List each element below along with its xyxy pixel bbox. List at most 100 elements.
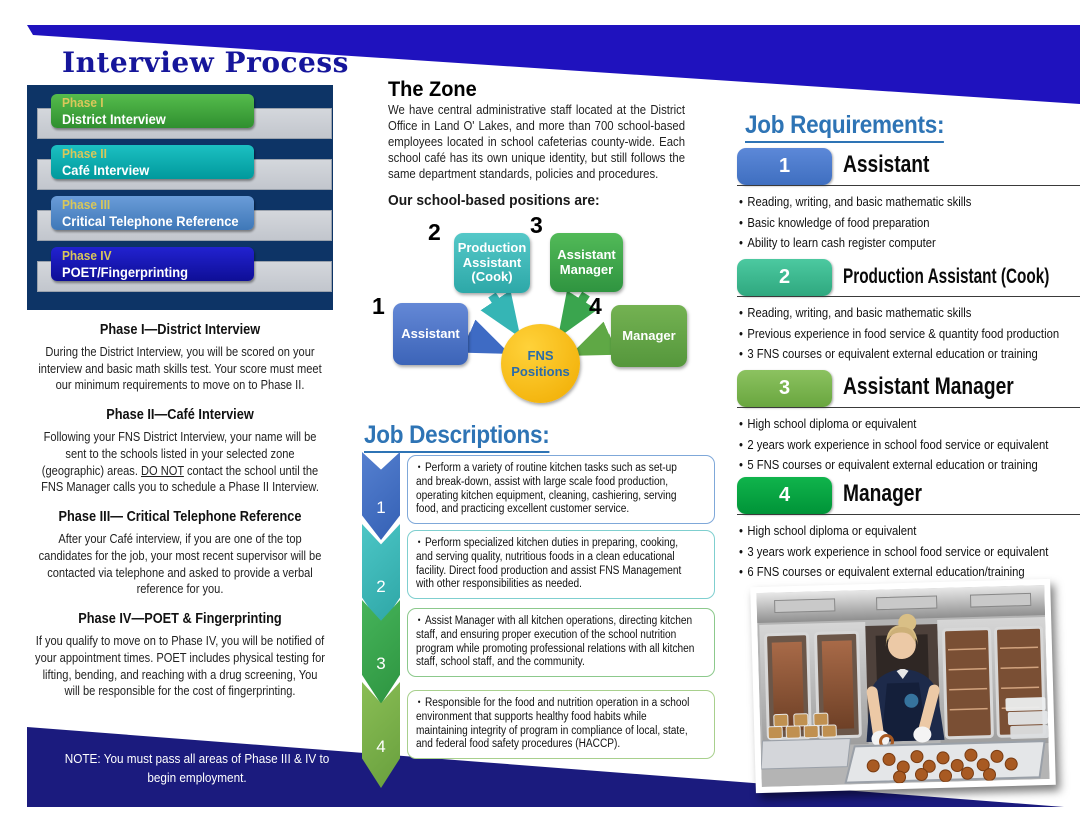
top-banner-shape (27, 25, 1080, 104)
positions-label: Our school-based positions are: (388, 192, 600, 209)
chevron-number: 1 (376, 497, 386, 517)
bullet-icon: • (739, 436, 743, 452)
chevron-number: 4 (376, 737, 386, 757)
requirement-bullets: •High school diploma or equivalent •3 ye… (739, 521, 1080, 583)
divider (737, 407, 1080, 408)
phase-row-1: Phase I District Interview (27, 94, 333, 146)
bullet-item: •High school diploma or equivalent (739, 414, 1080, 435)
requirement-bullets: • Reading, writing, and basic mathematic … (739, 303, 1080, 365)
diagram-number-3: 3 (530, 212, 543, 238)
requirement-section-production-assistant: 2 Production Assistant (Cook) • Reading, … (737, 259, 1080, 369)
description-text-1: Perform a variety of routine kitchen tas… (416, 462, 677, 516)
requirement-title: Assistant (843, 151, 930, 178)
zone-body: We have central administrative staff loc… (388, 103, 685, 181)
bullet-text: 5 FNS courses or equivalent external edu… (747, 457, 1038, 473)
bullet-text: Reading, writing, and basic mathematic s… (747, 305, 972, 320)
kitchen-photo-illustration (756, 585, 1050, 787)
divider (737, 514, 1080, 515)
bullet-item: • Reading, writing, and basic mathematic … (739, 192, 1080, 213)
description-text-3: Assist Manager with all kitchen operatio… (416, 615, 695, 669)
chevron-number: 2 (376, 577, 386, 597)
phase-label: Critical Telephone Reference (62, 213, 239, 229)
bullet-item: •High school diploma or equivalent (739, 521, 1080, 542)
footer-note: NOTE: You must pass all areas of Phase I… (64, 752, 330, 786)
bullet-icon: • (417, 697, 421, 707)
kitchen-worker-photo (750, 578, 1056, 794)
bullet-item: •2 years work experience in school food … (739, 435, 1080, 456)
phase1-body: During the District Interview, you will … (38, 345, 322, 393)
bullet-text: 3 FNS courses or equivalent external edu… (747, 346, 1038, 362)
bullet-icon: • (739, 194, 743, 209)
description-box-3: •Assist Manager with all kitchen operati… (407, 608, 715, 678)
requirement-number: 2 (737, 259, 832, 296)
bullet-item: •3 FNS courses or equivalent external ed… (739, 344, 1080, 365)
requirement-title: Production Assistant (Cook) (843, 265, 1050, 288)
bullet-text: 6 FNS courses or equivalent external edu… (747, 564, 1025, 580)
description-box-4: •Responsible for the food and nutrition … (407, 690, 715, 760)
bullet-item: •5 FNS courses or equivalent external ed… (739, 455, 1080, 476)
do-not-underline: DO NOT (140, 463, 184, 478)
description-box-1: •Perform a variety of routine kitchen ta… (407, 455, 715, 525)
node-assistant: Assistant (393, 303, 468, 365)
bullet-icon: • (739, 235, 743, 251)
phase-diagram-panel: Phase I District Interview Phase II Café… (27, 85, 333, 310)
phase3-heading: Phase III— Critical Telephone Reference (58, 509, 302, 526)
bullet-text: Basic knowledge of food preparation (747, 214, 930, 230)
node-manager: Manager (611, 305, 687, 367)
requirement-title: Manager (843, 480, 922, 507)
phase-row-3: Phase III Critical Telephone Reference (27, 196, 333, 248)
divider (737, 185, 1080, 186)
description-box-2: •Perform specialized kitchen duties in p… (407, 530, 715, 600)
bullet-text: Ability to learn cash register computer (747, 235, 936, 251)
bullet-icon: • (739, 564, 743, 580)
bullet-text: 2 years work experience in school food s… (747, 436, 1049, 452)
bullet-item: •Basic knowledge of food preparation (739, 213, 1080, 234)
diagram-arrows (461, 290, 618, 356)
phase-bar-3: Phase III Critical Telephone Reference (51, 196, 254, 230)
bullet-item: • Reading, writing, and basic mathematic … (739, 303, 1080, 324)
page-title: Interview Process (62, 46, 349, 79)
bullet-item: •Previous experience in food service & q… (739, 324, 1080, 345)
bullet-text: Reading, writing, and basic mathematic s… (747, 194, 972, 209)
requirement-section-manager: 4 Manager •High school diploma or equiva… (737, 477, 1080, 581)
bullet-icon: • (417, 462, 421, 472)
arrow-assistant-icon (461, 319, 510, 354)
phase-label: Café Interview (62, 162, 150, 178)
divider (737, 296, 1080, 297)
phase-name: Phase II (62, 147, 107, 161)
arrow-production-icon (480, 290, 521, 338)
requirement-bullets: •High school diploma or equivalent •2 ye… (739, 414, 1080, 476)
requirement-title: Assistant Manager (843, 373, 1014, 400)
phase4-body: If you qualify to move on to Phase IV, y… (35, 634, 325, 699)
phase-row-4: Phase IV POET/Fingerprinting (27, 247, 333, 299)
phase-label: POET/Fingerprinting (62, 264, 188, 280)
job-requirements-title: Job Requirements: (745, 111, 944, 143)
diagram-number-1: 1 (372, 293, 385, 319)
node-assistant-manager: Assistant Manager (550, 233, 623, 292)
bullet-text: High school diploma or equivalent (747, 523, 917, 538)
bullet-icon: • (739, 305, 743, 320)
zone-title: The Zone (388, 78, 477, 101)
arrow-manager-icon (569, 321, 618, 356)
bullet-icon: • (739, 325, 743, 341)
bullet-item: •6 FNS courses or equivalent external ed… (739, 562, 1080, 583)
bullet-icon: • (739, 543, 743, 559)
description-text-2: Perform specialized kitchen duties in pr… (416, 537, 682, 591)
bullet-text: Previous experience in food service & qu… (747, 325, 1060, 341)
job-descriptions-title: Job Descriptions: (364, 421, 550, 453)
chevron-shape (362, 682, 400, 788)
phase2-heading: Phase II—Café Interview (106, 407, 254, 424)
chevron-1: 1 (362, 452, 400, 540)
phase2-body-pre: Following your FNS District Interview, y… (41, 430, 317, 478)
fns-positions-circle: FNS Positions (501, 324, 580, 403)
arrow-assistant-manager-icon (557, 290, 598, 338)
phase4-heading: Phase IV—POET & Fingerprinting (78, 611, 282, 628)
chevron-3: 3 (362, 600, 400, 704)
phase2-body: Following your FNS District Interview, y… (34, 429, 326, 496)
requirement-section-assistant: 1 Assistant •Reading, writing, and basic… (737, 148, 1080, 258)
phase-bar-2: Phase II Café Interview (51, 145, 254, 179)
bullet-icon: • (739, 416, 743, 431)
bullet-icon: • (739, 457, 743, 473)
bullet-item: •Ability to learn cash register computer (739, 233, 1080, 254)
